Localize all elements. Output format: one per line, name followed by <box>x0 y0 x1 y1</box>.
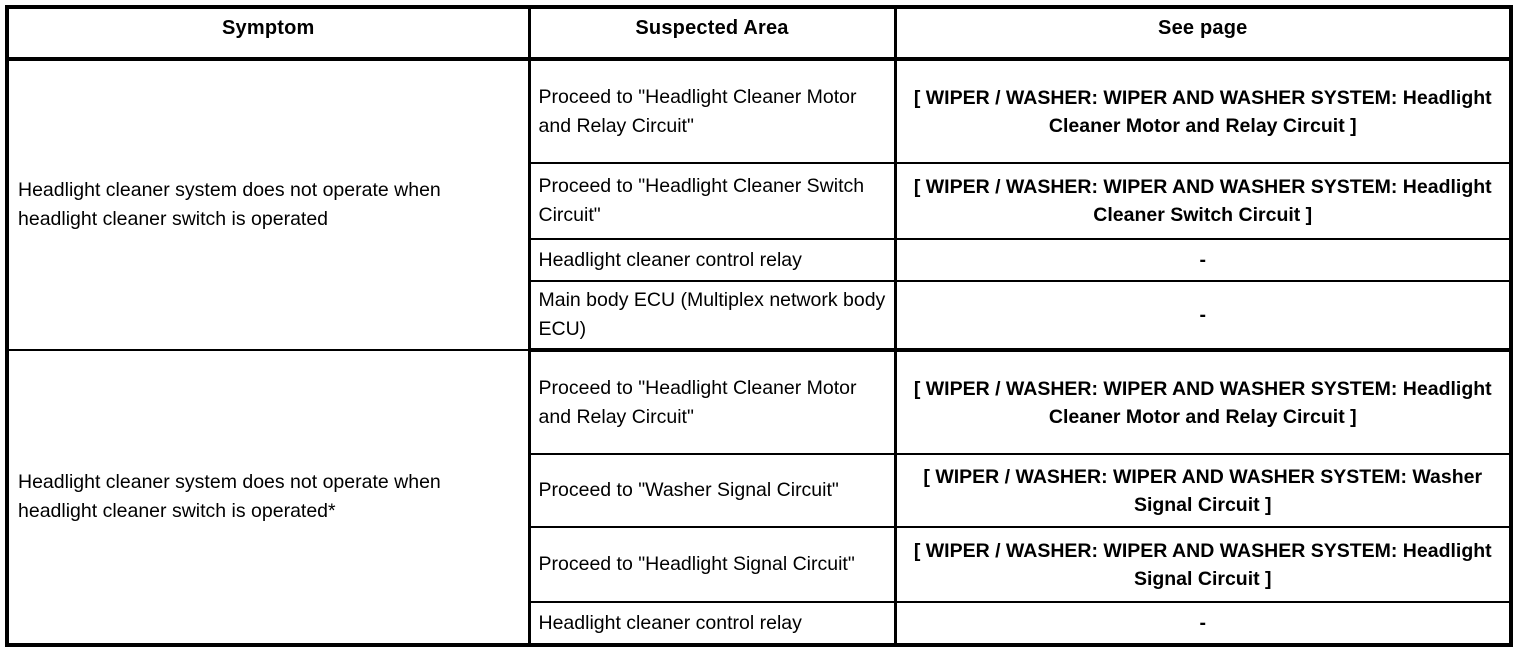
table-row: Proceed to "Headlight Signal Circuit" [ … <box>7 527 1511 603</box>
see-page-cell: [ WIPER / WASHER: WIPER AND WASHER SYSTE… <box>895 527 1511 603</box>
see-page-cell: - <box>895 602 1511 645</box>
column-header-symptom: Symptom <box>7 7 531 61</box>
suspected-area-cell: Proceed to "Headlight Cleaner Motor and … <box>529 59 897 164</box>
table-body: Headlight cleaner system does not operat… <box>7 59 1511 646</box>
suspected-area-cell: Proceed to "Headlight Cleaner Motor and … <box>529 350 897 455</box>
suspected-area-cell: Main body ECU (Multiplex network body EC… <box>529 281 897 352</box>
table-header: Symptom Suspected Area See page <box>7 7 1511 61</box>
suspected-area-cell: Proceed to "Headlight Cleaner Switch Cir… <box>529 163 897 240</box>
table-row: Main body ECU (Multiplex network body EC… <box>7 281 1511 352</box>
table-row: Headlight cleaner system does not operat… <box>7 350 1511 646</box>
see-page-cell: [ WIPER / WASHER: WIPER AND WASHER SYSTE… <box>895 59 1511 164</box>
suspected-area-cell: Headlight cleaner control relay <box>529 239 897 282</box>
see-page-cell: [ WIPER / WASHER: WIPER AND WASHER SYSTE… <box>895 454 1511 528</box>
see-page-cell: [ WIPER / WASHER: WIPER AND WASHER SYSTE… <box>895 163 1511 240</box>
table-row: Proceed to "Headlight Cleaner Switch Cir… <box>7 163 1511 240</box>
see-page-cell: - <box>895 281 1511 352</box>
header-row: Symptom Suspected Area See page <box>7 7 1511 61</box>
table-row: Headlight cleaner system does not operat… <box>7 59 1511 351</box>
table-row: Proceed to "Washer Signal Circuit" [ WIP… <box>7 454 1511 528</box>
column-header-suspected-area: Suspected Area <box>529 7 897 61</box>
see-page-cell: - <box>895 239 1511 282</box>
symptom-cell: Headlight cleaner system does not operat… <box>7 59 531 351</box>
see-page-cell: [ WIPER / WASHER: WIPER AND WASHER SYSTE… <box>895 350 1511 455</box>
column-header-see-page: See page <box>895 7 1511 61</box>
suspected-area-cell: Proceed to "Headlight Signal Circuit" <box>529 527 897 603</box>
table-row: Headlight cleaner control relay - <box>7 239 1511 282</box>
suspected-area-cell: Proceed to "Washer Signal Circuit" <box>529 454 897 528</box>
document-page: Symptom Suspected Area See page Headligh… <box>5 5 1513 647</box>
suspected-area-cell: Headlight cleaner control relay <box>529 602 897 645</box>
diagnostic-symptom-table: Symptom Suspected Area See page Headligh… <box>5 5 1513 647</box>
symptom-cell: Headlight cleaner system does not operat… <box>7 350 531 646</box>
